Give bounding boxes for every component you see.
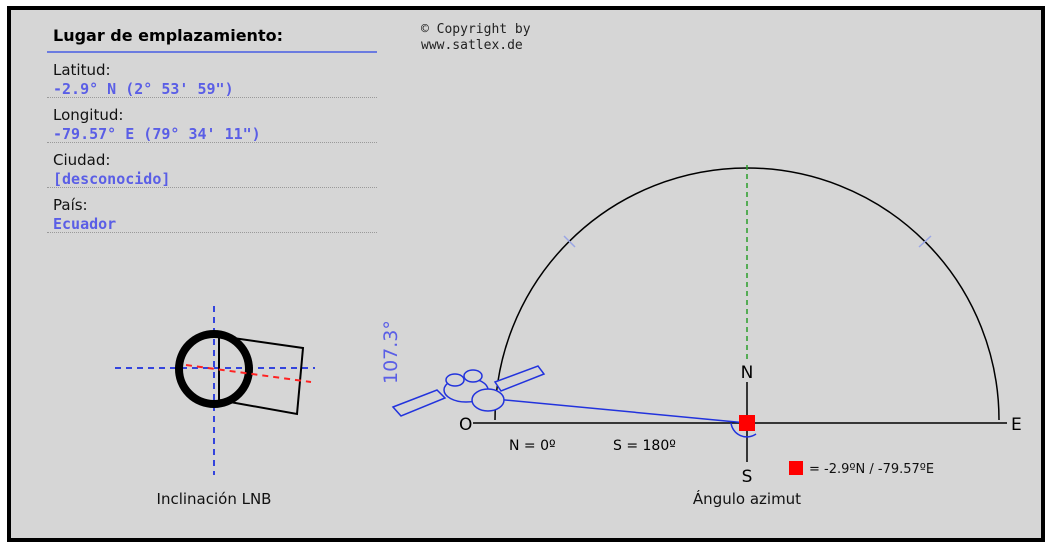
legend-text: = -2.9ºN / -79.57ºE	[809, 462, 934, 477]
city-value: [desconocido]	[53, 170, 171, 188]
longitude-row: Longitud: -79.57° E (79° 34' 11")	[47, 98, 377, 143]
copyright-note: © Copyright by www.satlex.de	[421, 22, 531, 54]
compass-north: N	[741, 363, 754, 383]
city-label: Ciudad:	[53, 151, 111, 169]
copyright-line: © Copyright by	[421, 22, 531, 37]
arc-tick-right	[918, 235, 932, 248]
diagram-canvas: Inclinación LNB 107.3° N S	[115, 165, 1022, 508]
country-row: País: Ecuador	[47, 188, 377, 233]
country-label: País:	[53, 196, 88, 214]
compass-east: E	[1011, 415, 1022, 435]
arc-tick-left	[563, 235, 576, 248]
elevation-label: 107.3°	[380, 320, 402, 384]
latitude-row: Latitud: -2.9° N (2° 53' 59")	[47, 53, 377, 98]
azimuth-diagram: 107.3° N S E O N = 0º S = 180º = -2.9ºN …	[380, 165, 1022, 508]
north-zero-label: N = 0º	[509, 438, 556, 454]
lnb-ring-shape	[175, 330, 253, 408]
south-180-label: S = 180º	[613, 438, 676, 454]
longitude-label: Longitud:	[53, 106, 124, 124]
location-panel: Lugar de emplazamiento: Latitud: -2.9° N…	[47, 20, 377, 233]
longitude-value: -79.57° E (79° 34' 11")	[53, 125, 261, 143]
city-row: Ciudad: [desconocido]	[47, 143, 377, 188]
compass-west: O	[459, 415, 472, 435]
legend-marker	[789, 461, 803, 475]
lnb-body-shape	[218, 334, 305, 416]
copyright-url: www.satlex.de	[421, 38, 523, 53]
latitude-label: Latitud:	[53, 61, 111, 79]
azimuth-angle-arc	[730, 422, 757, 438]
compass-south: S	[742, 467, 753, 487]
location-title: Lugar de emplazamiento:	[47, 20, 377, 53]
satellite-direction-line	[494, 398, 748, 424]
location-marker	[739, 415, 755, 431]
satellite-icon	[391, 365, 546, 417]
latitude-value: -2.9° N (2° 53' 59")	[53, 80, 234, 98]
lnb-caption: Inclinación LNB	[157, 490, 272, 508]
country-value: Ecuador	[53, 215, 117, 233]
lnb-diagram: Inclinación LNB	[115, 306, 315, 508]
azimuth-caption: Ángulo azimut	[693, 489, 801, 508]
satellite-info-frame: Lugar de emplazamiento: Latitud: -2.9° N…	[7, 6, 1045, 542]
